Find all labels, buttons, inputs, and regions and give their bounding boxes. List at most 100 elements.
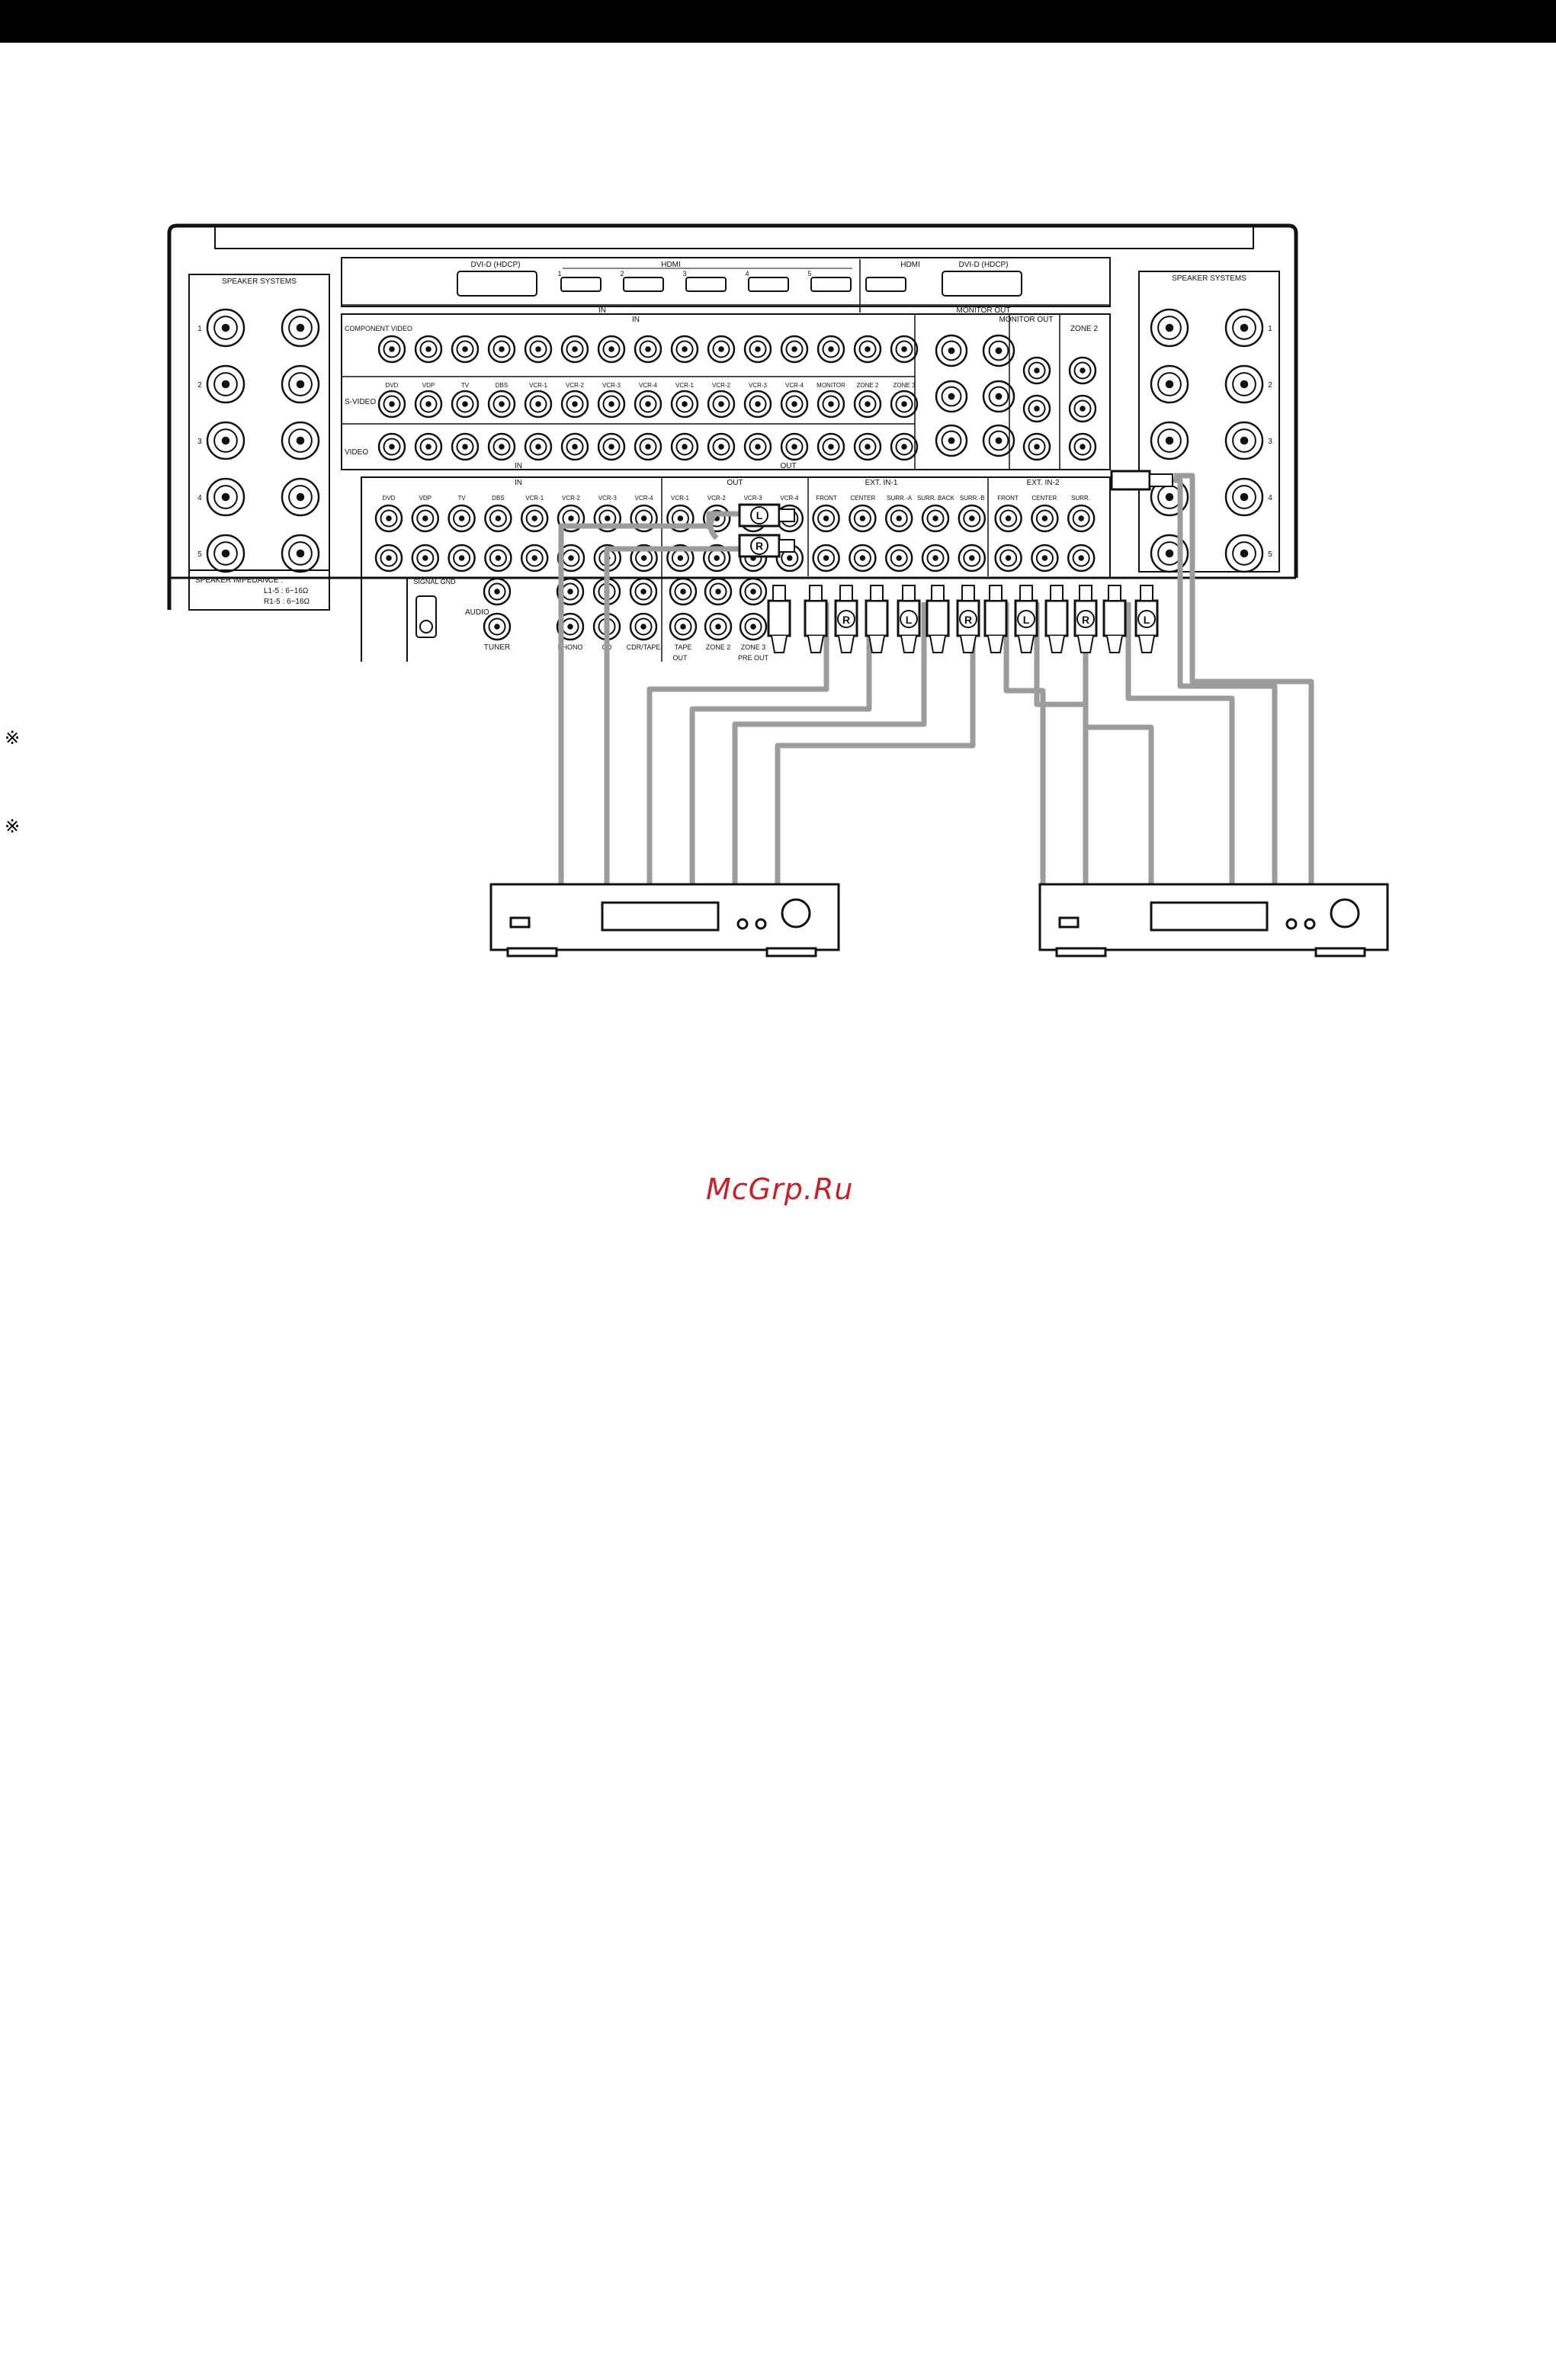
pre-out-label: PRE OUT: [738, 654, 769, 662]
cable-path: [604, 546, 793, 884]
display-right: [1150, 901, 1269, 932]
monitor-out-jack: [935, 380, 968, 413]
rca-plug: L: [1134, 585, 1159, 653]
power-switch-left: [509, 916, 531, 929]
video-source-label: TV: [461, 382, 470, 389]
plug-letter: R: [756, 540, 763, 552]
monitor-out-jack: [982, 424, 1015, 457]
s-video-jack: [414, 390, 443, 419]
audio-jack-right: [921, 544, 950, 573]
audio-jack-left: [630, 504, 658, 533]
rca-plug: [767, 585, 791, 653]
hdmi-port-number: 1: [557, 270, 561, 277]
composite-jack: [780, 432, 809, 461]
speaker-terminal-left-neg: [206, 364, 245, 404]
composite-jack: [816, 432, 845, 461]
cable-path: [1174, 473, 1314, 884]
ext-in-2-channel-label: CENTER: [1031, 495, 1057, 502]
rca-plug-horizontal: [1110, 470, 1173, 491]
cable-path: [1125, 602, 1235, 884]
plug-letter: L: [906, 614, 913, 626]
audio-jack-left: [374, 504, 403, 533]
component-jack: [780, 335, 809, 364]
composite-jack: [670, 432, 699, 461]
speaker-number-left: 2: [197, 381, 202, 390]
speaker-number-left: 1: [197, 325, 202, 333]
component-jack: [487, 335, 516, 364]
note-marker-2: ※: [5, 816, 21, 837]
tape-label: TAPE: [675, 643, 692, 651]
rca-plug: [983, 585, 1008, 653]
zone2-jack: [1022, 356, 1051, 385]
audio-in-source-label: TV: [457, 495, 466, 502]
rca-plug-horizontal: L: [738, 503, 795, 528]
composite-jack: [707, 432, 736, 461]
s-video-jack: [524, 390, 553, 419]
speaker-terminal-left-neg: [206, 534, 245, 573]
speaker-number-right: 3: [1268, 438, 1272, 446]
audio-jack-left: [1067, 504, 1096, 533]
s-video-jack: [743, 390, 772, 419]
audio-jack-right: [1067, 544, 1096, 573]
pre-out-jack: [556, 577, 585, 606]
ext-in-2-channel-label: SURR.: [1071, 495, 1090, 502]
audio-in-source-label: VCR-1: [525, 495, 544, 502]
audio-jack-left: [520, 504, 549, 533]
connection-cables: [558, 473, 1314, 884]
speaker-terminal-right-neg: [1224, 421, 1264, 460]
speaker-terminal-left-pos: [281, 477, 320, 517]
video-source-label: VDP: [422, 382, 435, 389]
rca-plug: L: [1014, 585, 1038, 653]
speaker-number-left: 5: [197, 550, 202, 559]
zone2-jack: [1068, 394, 1097, 423]
receiver-rear-panel: SPEAKER SYSTEMS SPEAKER IMPEDANCE : L1-5…: [167, 223, 1298, 662]
audio-jack-right: [484, 544, 512, 573]
speaker-terminals-left: SPEAKER SYSTEMS SPEAKER IMPEDANCE : L1-5…: [188, 274, 330, 611]
speaker-terminal-right-pos: [1150, 421, 1189, 460]
cable-path: [1003, 602, 1046, 884]
speaker-systems-label-right: SPEAKER SYSTEMS: [1172, 274, 1246, 283]
speaker-terminal-left-neg: [206, 477, 245, 517]
component-jack: [377, 335, 406, 364]
component-in-label: IN: [632, 316, 640, 324]
impedance-line-2: R1-5 : 6~16Ω: [264, 598, 310, 606]
hdmi-in-label: HDMI: [661, 261, 681, 269]
ext-in-1-channel-label: SURR. BACK: [917, 495, 955, 502]
cable-path: [689, 602, 872, 884]
speaker-terminal-left-pos: [281, 308, 320, 348]
component-jack: [743, 335, 772, 364]
composite-jack: [524, 432, 553, 461]
plug-letter: R: [1082, 614, 1089, 626]
dvi-in-label: DVI-D (HDCP): [471, 261, 521, 269]
ext-in-1-channel-label: CENTER: [850, 495, 875, 502]
ext-in-2-channel-label: FRONT: [997, 495, 1019, 502]
zone2-jack: [1068, 356, 1097, 385]
rca-plug: [865, 585, 889, 653]
hdmi-port-number: 5: [807, 270, 811, 277]
external-device-right: [1038, 883, 1389, 957]
hdmi-in-port: [810, 277, 852, 292]
speaker-terminal-right-pos: [1150, 308, 1189, 348]
s-video-jack: [451, 390, 480, 419]
speaker-terminal-left-neg: [206, 421, 245, 460]
video-source-label: VCR-1: [529, 382, 548, 389]
composite-jack: [597, 432, 626, 461]
button-left-1: [736, 918, 749, 930]
s-video-jack: [816, 390, 845, 419]
video-source-label: VCR-3: [749, 382, 768, 389]
pre-out-jack: [704, 612, 733, 641]
pre-out-jack: [704, 577, 733, 606]
s-video-jack: [634, 390, 663, 419]
video-label: VIDEO: [345, 448, 368, 457]
zone3-out-label: ZONE 3: [741, 643, 766, 651]
audio-jack-right: [849, 544, 877, 573]
component-jack: [707, 335, 736, 364]
speaker-number-right: 4: [1268, 494, 1272, 502]
hdmi-in-port: [748, 277, 789, 292]
zone2-component-label: ZONE 2: [1070, 325, 1099, 333]
audio-jack-left: [884, 504, 913, 533]
hdmi-monitor-port: [865, 277, 906, 292]
hdmi-port-number: 4: [745, 270, 749, 277]
audio-jack-right: [958, 544, 987, 573]
s-video-jack: [670, 390, 699, 419]
